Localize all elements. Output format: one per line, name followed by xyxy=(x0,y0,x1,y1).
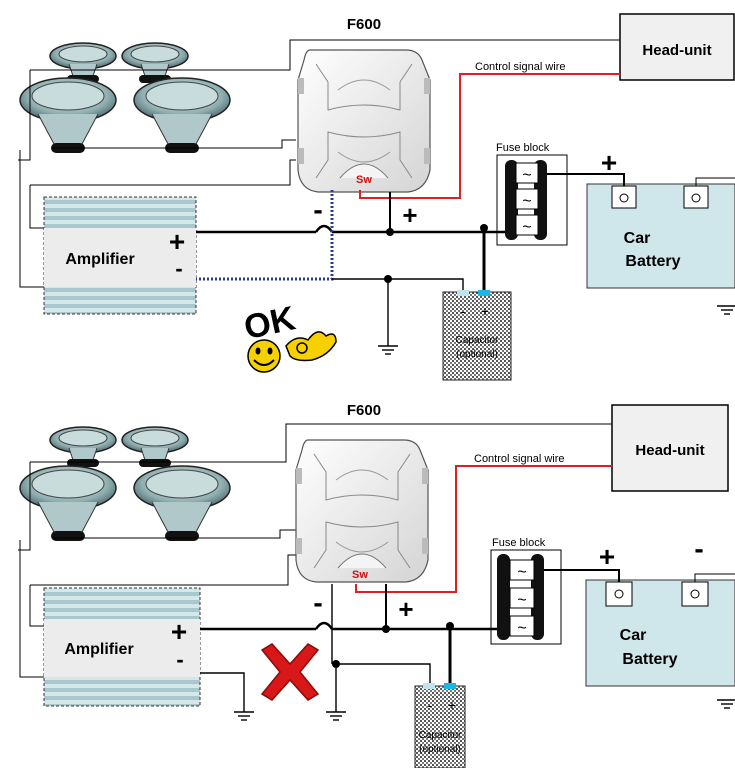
processor-label: F600 xyxy=(347,402,381,419)
speaker-icon xyxy=(133,77,231,154)
ground-icon xyxy=(325,711,347,721)
battery-label: Battery xyxy=(625,253,680,270)
cap-plus-label: + xyxy=(448,697,456,713)
speaker-icon xyxy=(121,426,189,468)
control-signal-wire xyxy=(355,465,612,593)
capacitor-label: Capacitor xyxy=(456,335,499,346)
amplifier-label: Amplifier xyxy=(65,251,134,268)
f600-minus-label: - xyxy=(313,194,322,225)
ground-icon xyxy=(716,305,735,315)
amp-minus-label: - xyxy=(175,256,182,281)
speaker-icon xyxy=(19,77,117,154)
speaker-icon xyxy=(121,42,189,84)
capacitor-label: (optional) xyxy=(419,744,461,755)
control-wire-label: Control signal wire xyxy=(475,61,565,73)
diagram-correct: F600 Sw Head-unit Control signal wire Fu… xyxy=(18,13,735,381)
speaker-icon xyxy=(49,426,117,468)
car-battery xyxy=(586,183,735,289)
battery-plus-label: + xyxy=(599,541,615,572)
f600-plus-label: + xyxy=(398,594,413,624)
capacitor xyxy=(442,291,512,381)
fuse-block-label: Fuse block xyxy=(496,142,550,154)
head-unit xyxy=(619,13,735,81)
battery-minus-label: - xyxy=(694,533,703,564)
cap-plus-label: + xyxy=(481,303,489,319)
amp-plus-label: + xyxy=(169,226,185,257)
ground-icon xyxy=(716,699,735,709)
processor-label: F600 xyxy=(347,16,381,33)
ok-hand-smiley-icon: OK xyxy=(241,299,337,373)
diagram-wrong: F600 Sw Head-unit Control signal wire Fu… xyxy=(18,402,735,768)
speaker-icon xyxy=(49,42,117,84)
fuse-icon: ~ xyxy=(522,193,531,210)
amp-minus-label: - xyxy=(176,647,183,672)
ground-icon xyxy=(377,345,399,355)
head-unit-label: Head-unit xyxy=(642,42,711,59)
switch-label: Sw xyxy=(352,569,368,581)
f600-plus-label: + xyxy=(402,200,417,230)
control-signal-wire xyxy=(359,73,620,199)
speaker-icon xyxy=(133,465,231,542)
amplifier-label: Amplifier xyxy=(64,641,133,658)
capacitor xyxy=(414,685,466,768)
red-x-icon xyxy=(260,643,320,701)
battery-label: Car xyxy=(620,627,647,644)
f600-processor xyxy=(297,49,431,193)
amp-plus-label: + xyxy=(171,616,187,647)
ok-text: OK xyxy=(241,299,299,347)
head-unit-label: Head-unit xyxy=(635,442,704,459)
capacitor-label: (optional) xyxy=(456,349,498,360)
battery-label: Car xyxy=(624,230,651,247)
f600-minus-label: - xyxy=(313,587,322,618)
fuse-icon: ~ xyxy=(522,219,531,236)
fuse-icon: ~ xyxy=(517,592,526,609)
battery-label: Battery xyxy=(622,651,677,668)
fuse-icon: ~ xyxy=(517,620,526,637)
control-wire-label: Control signal wire xyxy=(474,453,564,465)
speaker-icon xyxy=(19,465,117,542)
fuse-icon: ~ xyxy=(522,167,531,184)
f600-processor xyxy=(295,439,429,583)
cap-minus-label: - xyxy=(428,697,433,713)
capacitor-label: Capacitor xyxy=(419,730,462,741)
ground-icon xyxy=(233,711,255,721)
battery-plus-label: + xyxy=(601,147,617,178)
ground-wire xyxy=(196,190,334,281)
head-unit xyxy=(611,404,729,492)
fuse-icon: ~ xyxy=(517,564,526,581)
switch-label: Sw xyxy=(356,174,372,186)
fuse-block-label: Fuse block xyxy=(492,537,546,549)
cap-minus-label: - xyxy=(461,303,466,319)
